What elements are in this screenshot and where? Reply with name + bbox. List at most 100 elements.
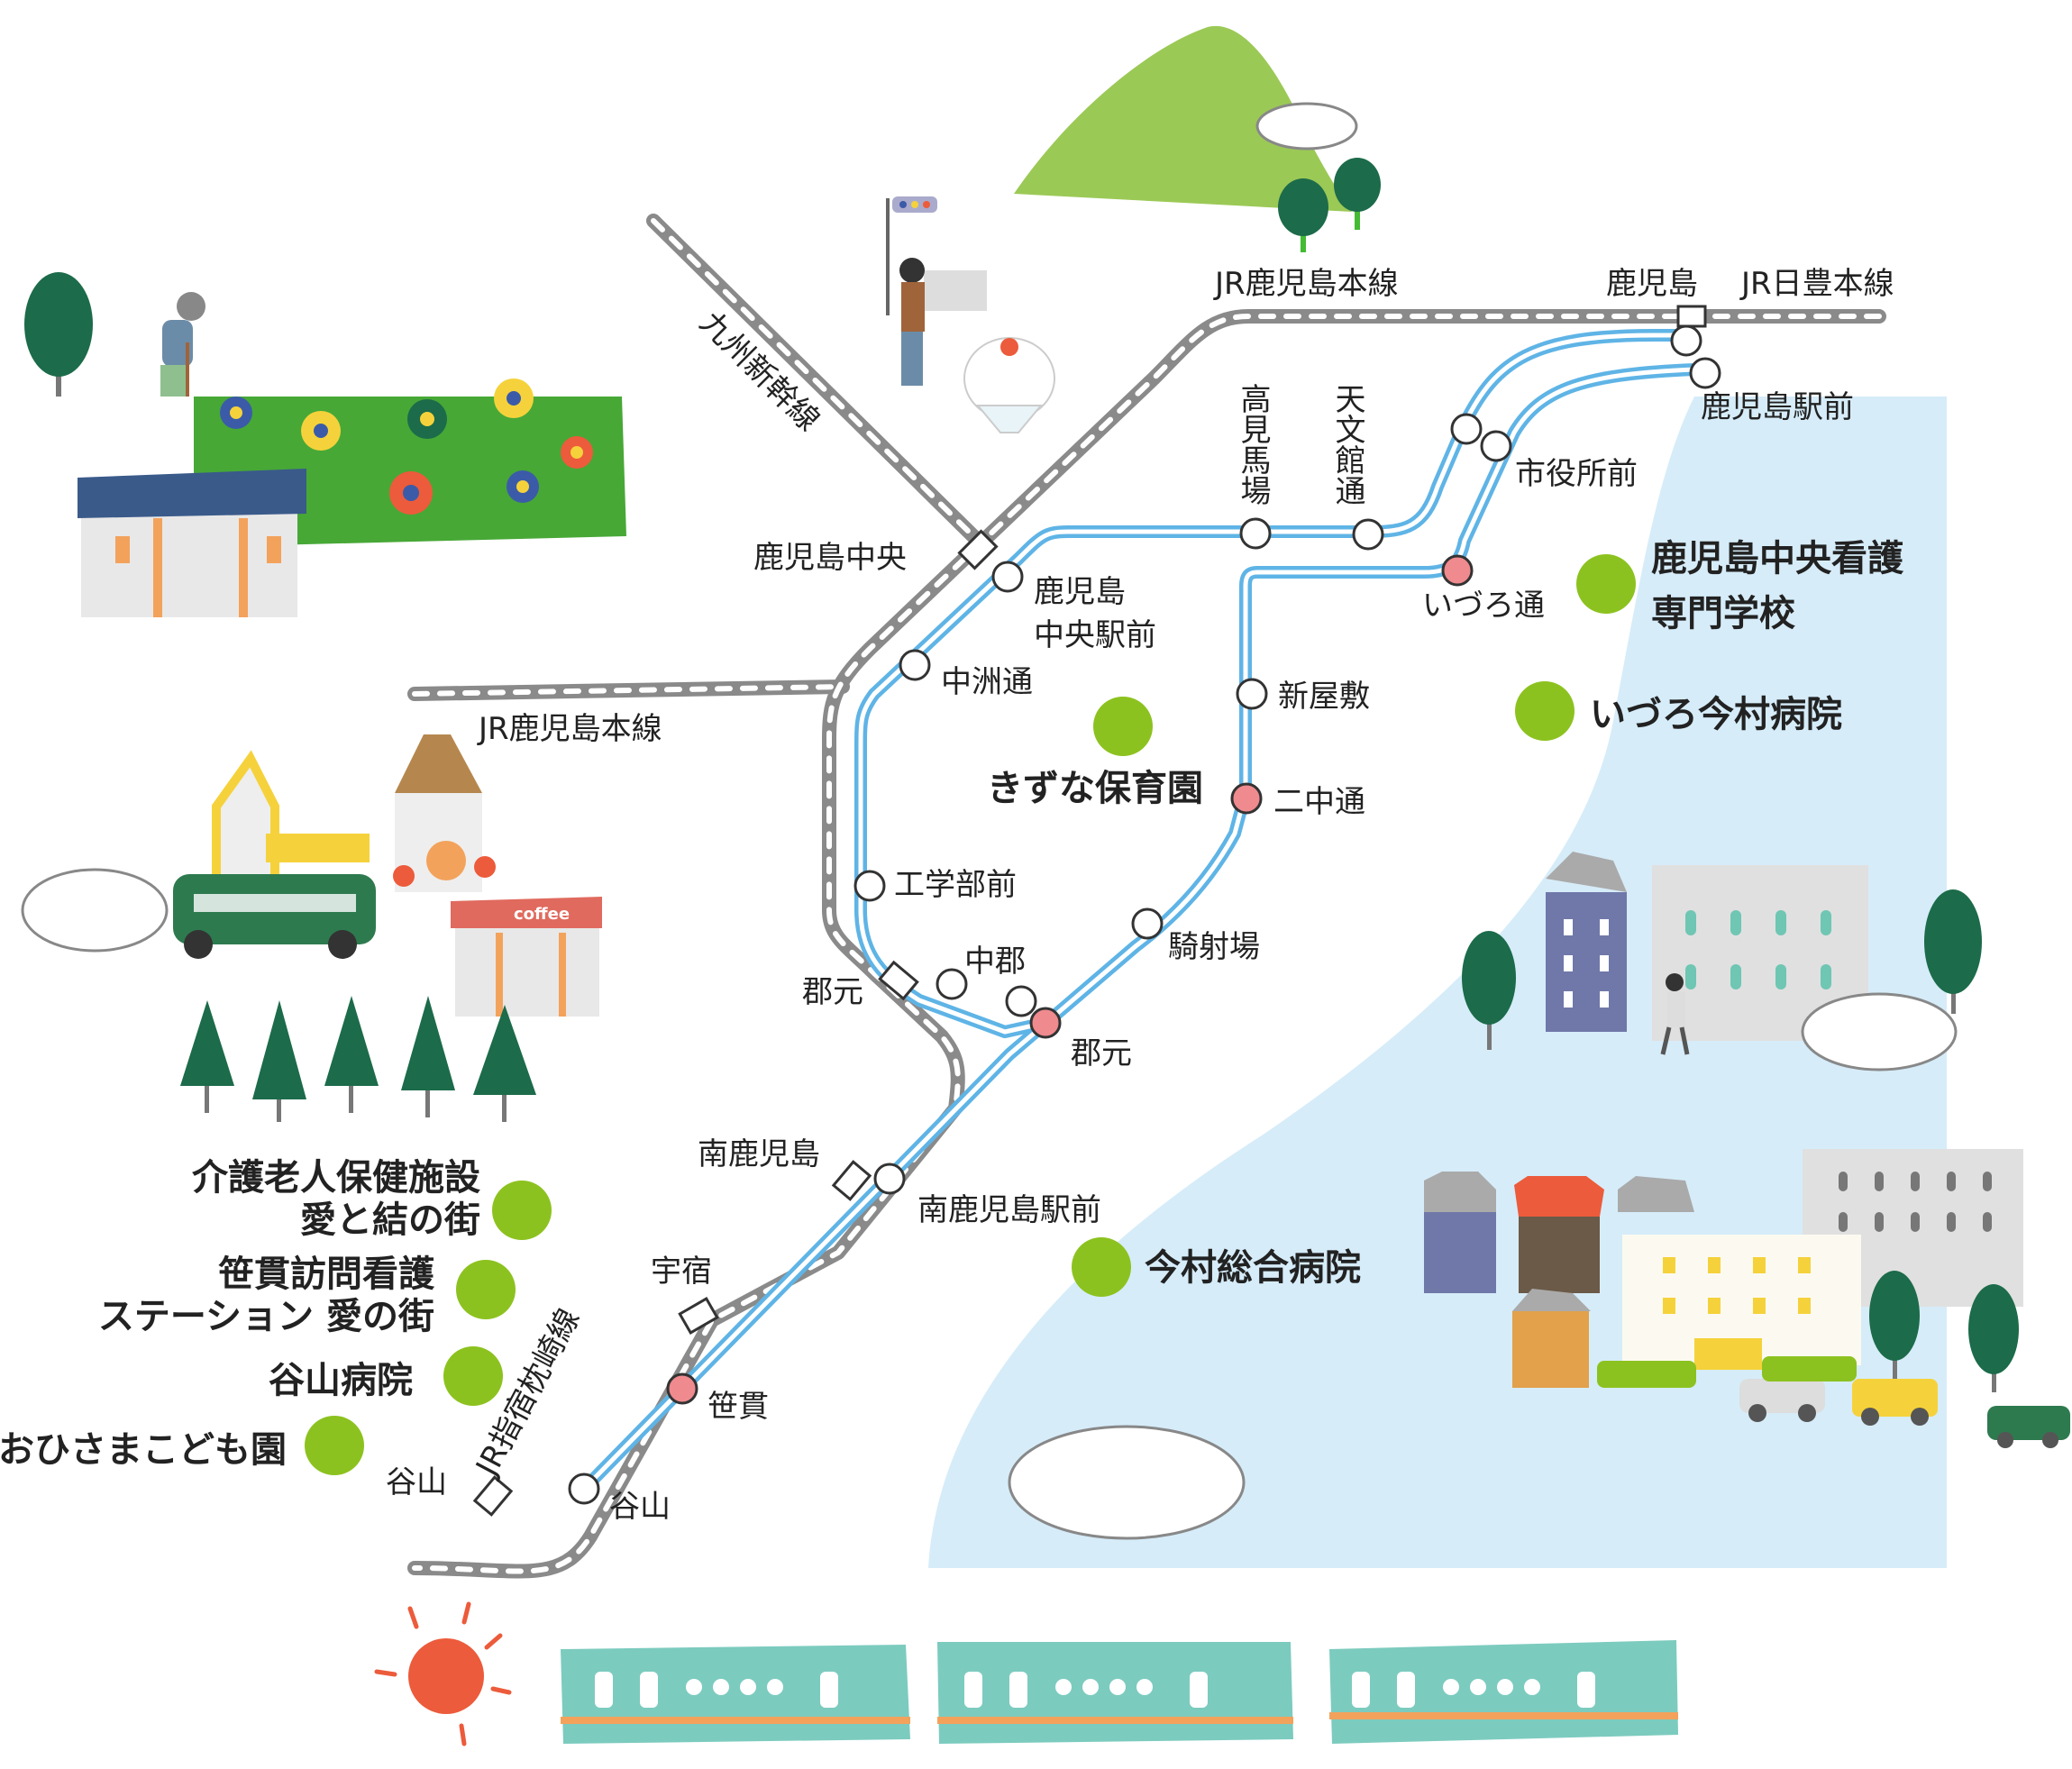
label-jr-station-minami-kagoshima: 南鹿児島 [698, 1136, 820, 1172]
flower-icon [389, 471, 433, 515]
jr-station-taniyama-marker[interactable] [472, 1475, 514, 1517]
train-car [561, 1645, 910, 1744]
bus-illustration [1597, 1356, 1857, 1388]
flower-icon [301, 411, 341, 451]
facility-dot-izuro-hospital[interactable] [1515, 681, 1575, 741]
tram-stop-markers [568, 324, 1721, 1505]
label-jr-station-usuki: 宇宿 [651, 1254, 712, 1290]
sun-illustration [374, 1601, 512, 1746]
tram-stop-minami-kagoshima-ekimae[interactable] [873, 1163, 906, 1195]
grandma-walking-illustration [160, 292, 205, 397]
house-yellow-illustration [212, 750, 370, 883]
label-tram-kagoshima-chuo-1: 鹿児島 [1034, 574, 1126, 610]
tram-stop-tenmonkan[interactable] [1352, 518, 1384, 551]
tram-stop-nakasu[interactable] [899, 649, 931, 681]
label-facility-izuro-hospital: いづろ今村病院 [1590, 694, 1842, 735]
label-tram-takami-baba: 高見馬場 [1235, 383, 1271, 506]
facility-dot-kizuna[interactable] [1093, 697, 1153, 756]
label-tram-nakasu: 中洲通 [941, 664, 1033, 700]
tram-stop-shiyakushomae[interactable] [1450, 413, 1483, 445]
jr-station-minami-kagoshima-marker[interactable] [831, 1160, 872, 1201]
cloud-illustration [1801, 992, 1958, 1071]
tree-icon [1278, 178, 1328, 252]
jr-station-markers [472, 305, 1707, 1517]
tree-icon [1334, 158, 1381, 230]
flower-icon [474, 856, 496, 878]
bus-illustration [173, 874, 376, 959]
label-tram-shinyashiki: 新屋敷 [1278, 679, 1370, 715]
cloud-illustration [21, 868, 169, 953]
label-facility-nursing-school-2: 専門学校 [1651, 593, 1795, 634]
tram-stop-taniyama[interactable] [568, 1473, 600, 1505]
girl-illustration [899, 258, 925, 386]
tram-stop-kagoshima-ekimae[interactable] [1670, 324, 1702, 357]
facility-dot-nursing-school[interactable] [1576, 554, 1636, 614]
tree-icon [1462, 931, 1516, 1050]
label-tram-minami-kagoshima-ekimae: 南鹿児島駅前 [917, 1192, 1101, 1228]
facility-dot-homon[interactable] [456, 1260, 516, 1319]
tree-icon [24, 272, 93, 397]
tram-stop-sasanuki[interactable] [666, 1372, 698, 1405]
label-jr-kagoshima-main-left: JR鹿児島本線 [477, 711, 662, 747]
label-tram-taniyama: 谷山 [609, 1489, 671, 1525]
flower-icon [220, 397, 252, 429]
label-tram-kishaba: 騎射場 [1168, 929, 1260, 965]
jr-station-kagoshima-marker[interactable] [1676, 305, 1707, 328]
tram-stop-izuro[interactable] [1441, 554, 1474, 587]
mountain-illustration [1014, 25, 1381, 252]
coffee-shop-illustration: coffee [451, 897, 602, 1017]
svg-text:天文館通: 天文館通 [1329, 383, 1365, 506]
row-houses-illustration [1424, 1172, 1694, 1388]
label-jr-kagoshima-main-top: JR鹿児島本線 [1213, 266, 1399, 302]
shaved-ice-illustration [963, 337, 1055, 433]
tree-icon [1968, 1284, 2019, 1392]
label-tram-korimoto: 郡元 [1071, 1035, 1132, 1071]
jr-station-korimoto-marker[interactable] [878, 960, 919, 1001]
flower-icon [407, 399, 447, 439]
tram-stop-nakagori[interactable] [936, 968, 968, 1000]
tram-stop-nichu[interactable] [1230, 782, 1263, 815]
tram-stop-kagoshima-chuo-ekimae[interactable] [991, 561, 1024, 593]
label-jr-station-taniyama: 谷山 [386, 1464, 447, 1500]
facility-dot-imamura-general[interactable] [1072, 1237, 1131, 1297]
tram-stop-shinyashiki[interactable] [1236, 678, 1268, 710]
facility-dot-taniyama-hospital[interactable] [443, 1346, 503, 1406]
train-car [937, 1642, 1293, 1744]
train-illustration [561, 1640, 1678, 1744]
label-tram-tenmonkan: 天文館通 [1329, 383, 1365, 506]
label-facility-nursing-school-1: 鹿児島中央看護 [1651, 538, 1904, 579]
label-tram-shiyakushomae: 市役所前 [1515, 456, 1638, 492]
train-car [1329, 1640, 1678, 1744]
tram-stop-kogakubumae[interactable] [853, 870, 886, 902]
facility-dot-kaigo[interactable] [492, 1181, 552, 1240]
label-facility-taniyama-hospital: 谷山病院 [269, 1360, 413, 1401]
label-jr-station-korimoto: 郡元 [802, 974, 863, 1010]
tree-icon [1869, 1271, 1920, 1379]
jr-railway-lines [407, 214, 1886, 1579]
label-facility-kaigo-2: 愛と結の街 [300, 1199, 480, 1241]
facility-dot-ohisama[interactable] [305, 1416, 364, 1475]
forest-illustration [180, 996, 536, 1122]
shop-building-illustration [78, 469, 306, 617]
label-tram-kogakubumae: 工学部前 [894, 867, 1017, 903]
label-tram-nichu: 二中通 [1273, 784, 1365, 820]
tram-stop-kagoshima-ekimae-2[interactable] [1689, 357, 1721, 389]
traffic-signal-illustration [886, 196, 987, 315]
label-tram-kagoshima-chuo-2: 中央駅前 [1034, 617, 1156, 653]
flower-icon [494, 378, 534, 418]
tower-building-illustration [1546, 852, 1627, 1032]
tram-stop-kishaba[interactable] [1131, 907, 1164, 940]
jr-station-usuki-marker[interactable] [678, 1297, 719, 1335]
flower-icon [561, 436, 593, 469]
label-tram-nakagori: 中郡 [964, 944, 1026, 980]
tram-stop-shiyakushomae-2[interactable] [1480, 430, 1512, 462]
tram-stop-takami-baba[interactable] [1239, 517, 1272, 550]
label-facility-homon-2: ステーション 愛の街 [98, 1296, 434, 1337]
tram-stop-nakagori-2[interactable] [1005, 985, 1037, 1017]
label-facility-kizuna: きずな保育園 [987, 768, 1203, 809]
tram-stop-korimoto[interactable] [1029, 1007, 1062, 1039]
label-facility-homon-1: 笹貫訪問看護 [218, 1254, 435, 1295]
jr-station-kagoshima-chuo-marker[interactable] [957, 529, 999, 570]
label-tram-kagoshima-ekimae: 鹿児島駅前 [1701, 389, 1854, 425]
